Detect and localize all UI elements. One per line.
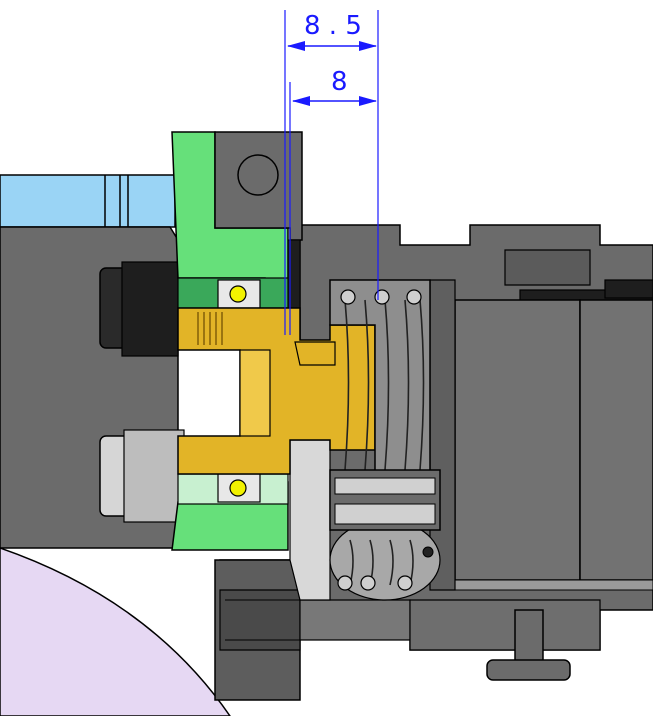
dimension-label-8: 8 (331, 67, 348, 97)
small-pin (422, 546, 434, 558)
blue-bracket-part (0, 174, 176, 228)
spring-chamber (329, 279, 431, 481)
spring-top-2 (374, 289, 390, 305)
bearing-ball-lower (229, 479, 247, 497)
lower-housing-block (214, 559, 601, 701)
inner-light-area (289, 439, 441, 601)
left-shaft (0, 226, 186, 549)
dimension-8-5: 8 . 5 (287, 11, 377, 51)
lower-mechanism (329, 469, 441, 591)
gold-hub-part (177, 307, 376, 475)
lower-bearing (217, 473, 261, 503)
thread-section (197, 312, 223, 345)
lavender-disk-part (0, 547, 231, 716)
spring-top-3 (406, 289, 422, 305)
spring-top-1 (340, 289, 356, 305)
dimension-8: 8 (292, 67, 377, 106)
bolt-hole (237, 154, 279, 196)
lower-spring-end-2 (360, 575, 376, 591)
t-bolt (486, 609, 571, 681)
dimension-extension-lines (284, 10, 379, 335)
spring-coils (344, 299, 425, 471)
lower-spring-end-3 (397, 575, 413, 591)
dimension-label-8-5: 8 . 5 (304, 11, 362, 41)
upper-bearing (217, 279, 261, 309)
bearing-ball-upper (229, 285, 247, 303)
lower-spring-end-1 (337, 575, 353, 591)
